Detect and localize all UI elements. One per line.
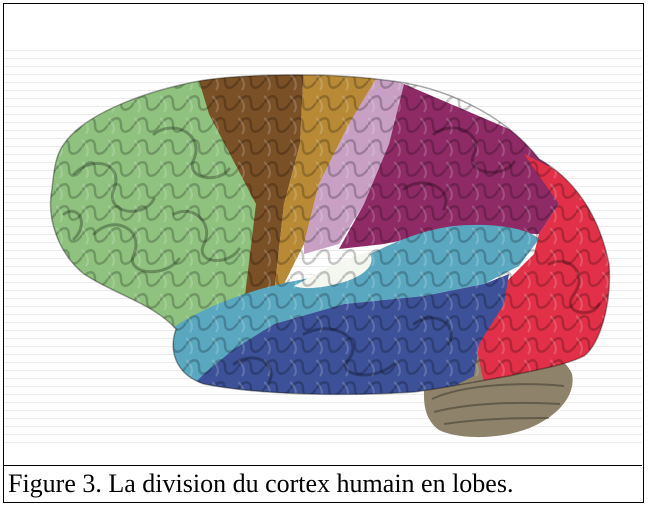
brain-illustration bbox=[4, 4, 642, 466]
figure-frame: Figure 3. La division du cortex humain e… bbox=[3, 3, 644, 503]
figure-caption: Figure 3. La division du cortex humain e… bbox=[8, 468, 513, 500]
figure-image-area bbox=[4, 4, 642, 466]
